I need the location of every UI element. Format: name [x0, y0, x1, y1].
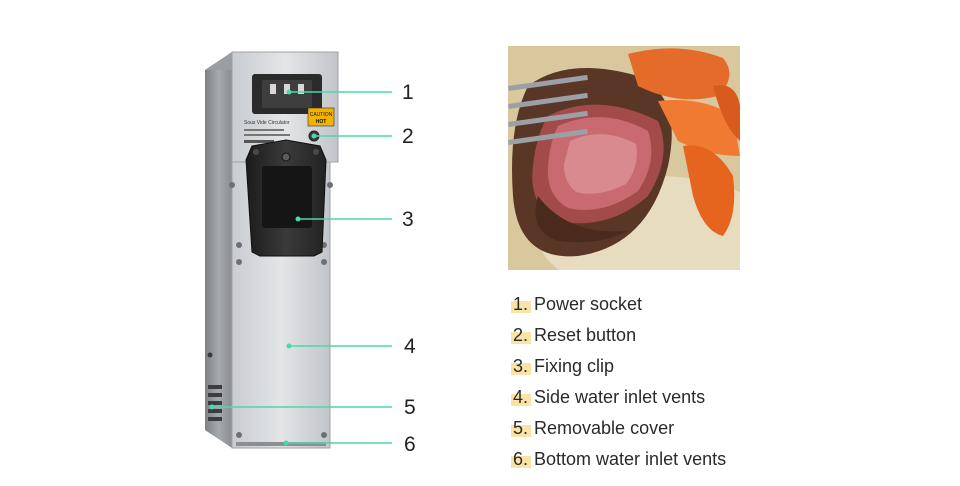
legend-number: 1. [510, 294, 532, 314]
legend-number: 2. [510, 325, 532, 345]
legend-text: Power socket [534, 294, 643, 314]
legend-text: Reset button [534, 325, 637, 345]
product-name-text: Sous Vide Circulator [244, 120, 290, 126]
steak-photo [508, 46, 740, 270]
sous-vide-device-illustration: CAUTION HOT Sous Vide Circulator [205, 51, 392, 449]
legend-text: Removable cover [534, 418, 675, 438]
callout-number-3: 3 [402, 208, 414, 231]
callout-lines [212, 91, 392, 444]
caution-text: CAUTION [310, 112, 333, 118]
legend-item: 3.Fixing clip [510, 351, 726, 382]
legend-item: 1.Power socket [510, 289, 726, 320]
legend-text: Side water inlet vents [534, 387, 706, 407]
callout-number-1: 1 [402, 81, 414, 104]
legend-text: Bottom water inlet vents [534, 449, 727, 469]
legend-number: 5. [510, 418, 532, 438]
legend-item: 6.Bottom water inlet vents [510, 444, 727, 475]
caution-sticker [307, 107, 335, 127]
callout-number-5: 5 [404, 396, 416, 419]
callout-number-2: 2 [402, 125, 414, 148]
device-side-panel [205, 52, 232, 448]
carrot-slice [628, 48, 730, 100]
legend-number: 4. [510, 387, 532, 407]
bottom-water-inlet-vents [236, 442, 326, 446]
callout-number-4: 4 [404, 335, 416, 358]
legend-item: 4.Side water inlet vents [510, 382, 726, 413]
legend-number: 3. [510, 356, 532, 376]
legend-item: 5.Removable cover [510, 413, 726, 444]
callout-number-6: 6 [404, 433, 416, 456]
parts-legend: 1.Power socket 2.Reset button 3.Fixing c… [510, 289, 727, 475]
legend-number: 6. [510, 449, 532, 469]
side-water-inlet-vents [207, 352, 222, 421]
hot-text: HOT [316, 119, 327, 125]
legend-text: Fixing clip [534, 356, 615, 376]
legend-item: 2.Reset button [510, 320, 726, 351]
